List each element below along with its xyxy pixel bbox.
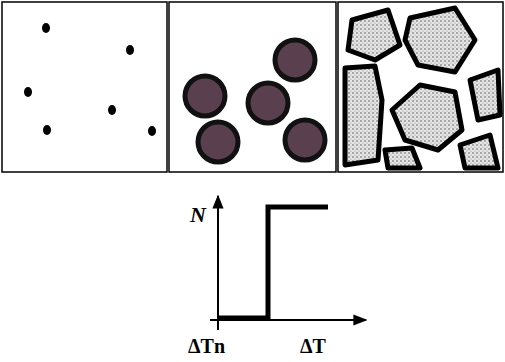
step-curve <box>218 207 328 318</box>
threshold-label: ΔTn <box>188 336 225 356</box>
graph-axes <box>210 196 366 330</box>
axis-label: ΔT <box>300 336 326 356</box>
panel-frame <box>338 2 503 172</box>
growing-crystals <box>185 40 325 162</box>
panel-frame <box>169 2 336 172</box>
panel-frame <box>2 2 167 172</box>
grains <box>345 8 500 168</box>
axis-label: N <box>190 204 206 226</box>
nuclei <box>24 23 156 136</box>
